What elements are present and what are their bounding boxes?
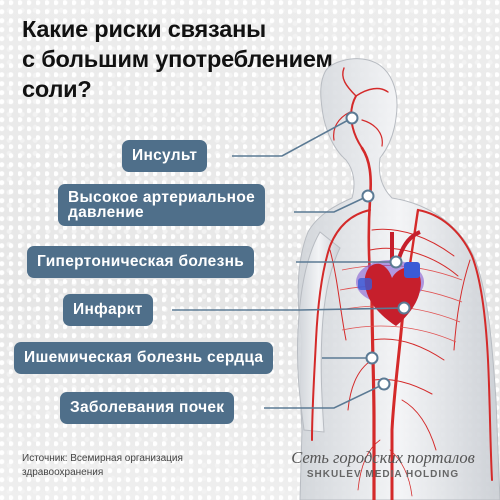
left-arm <box>296 231 341 433</box>
risk-label-ischemia: Ишемическая болезнь сердца <box>14 342 274 374</box>
marker-pressure <box>361 189 375 203</box>
marker-infarct <box>397 301 411 315</box>
risk-label-pressure-line-1: Высокое артериальное <box>68 189 256 206</box>
page-title: Какие риски связаны с большим употреблен… <box>22 14 352 104</box>
title-line-2: с большим употреблением <box>22 46 333 72</box>
risk-label-stroke: Инсульт <box>122 140 208 172</box>
marker-ischemia <box>365 351 379 365</box>
source-line-2: здравоохранения <box>22 467 104 478</box>
brand-main-text: Сеть городских порталов <box>291 448 475 467</box>
brand-sub-text: SHKULEV MEDIA HOLDING <box>306 469 460 480</box>
marker-hypertension <box>389 255 403 269</box>
title-line-3: соли? <box>22 76 92 102</box>
risk-label-pressure: Высокое артериальное давление <box>58 184 266 226</box>
risk-label-pressure-line-2: давление <box>68 204 144 221</box>
marker-stroke <box>345 111 359 125</box>
risk-label-hypertension: Гипертоническая болезнь <box>27 246 255 278</box>
brand-logo: Сеть городских порталов SHKULEV MEDIA HO… <box>278 448 488 480</box>
title-line-1: Какие риски связаны <box>22 16 266 42</box>
risk-label-kidney: Заболевания почек <box>60 392 235 424</box>
risk-label-infarct: Инфаркт <box>63 294 153 326</box>
callout-markers <box>345 111 411 391</box>
source-line-1: Источник: Всемирная организация <box>22 453 183 464</box>
marker-kidney <box>377 377 391 391</box>
source-note: Источник: Всемирная организация здравоох… <box>22 452 222 480</box>
connector-lines <box>172 117 405 409</box>
